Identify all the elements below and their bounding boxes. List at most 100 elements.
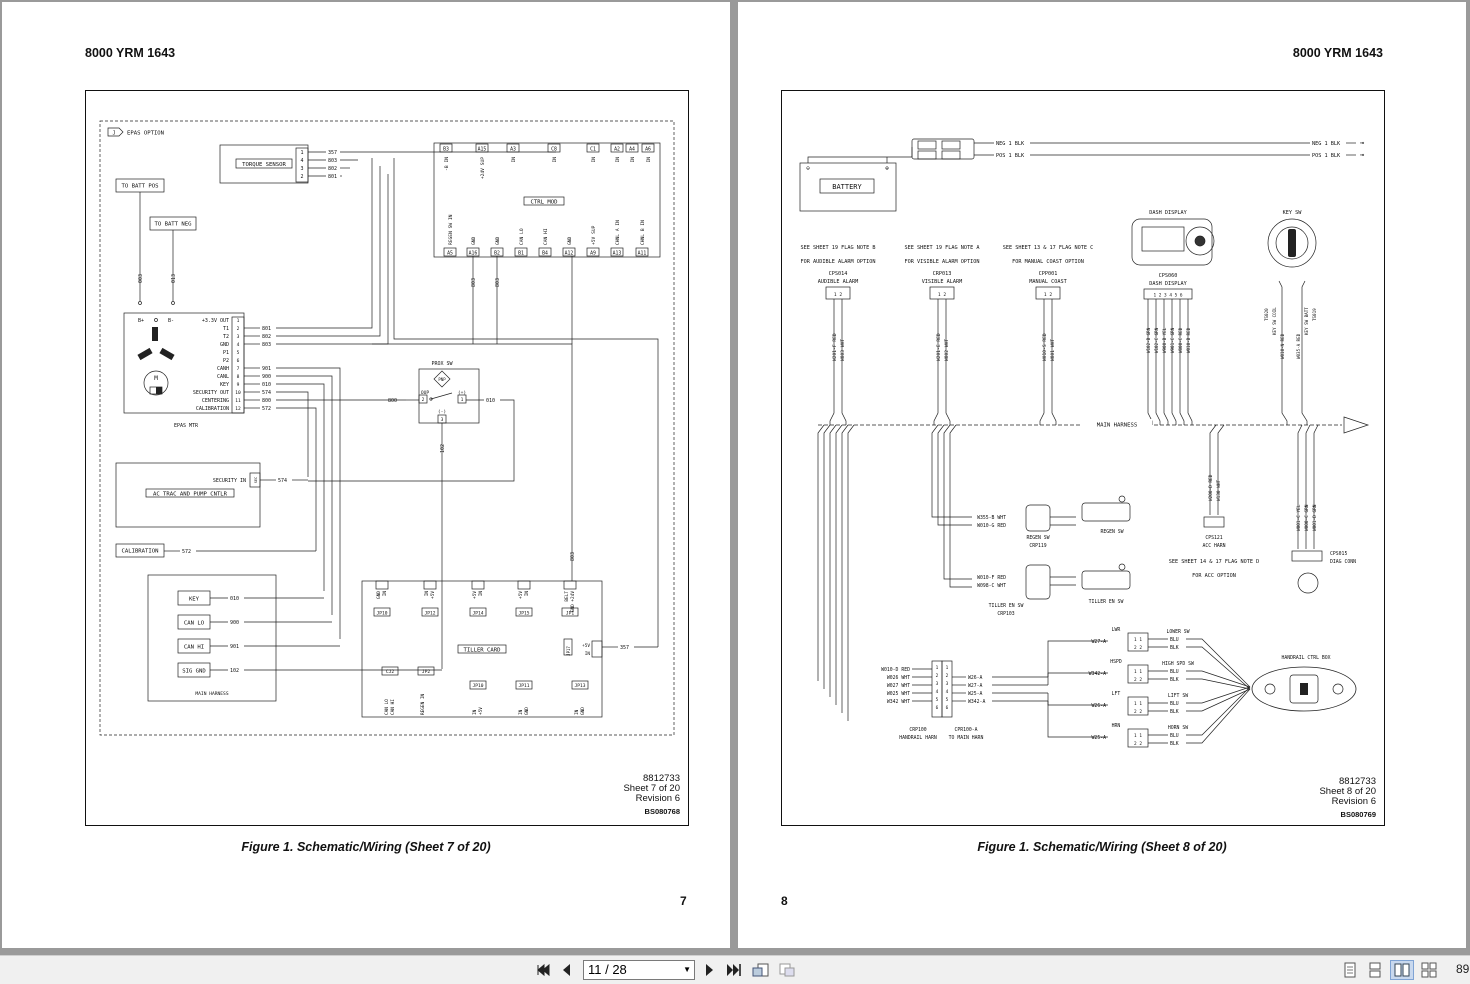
key-switch-inner [1275, 226, 1309, 260]
main-harness-label: MAIN HARNESS [195, 691, 228, 697]
drawing-id: BS080769 [1340, 810, 1376, 819]
dash-display-title: DASH DISPLAY [1149, 210, 1187, 216]
wire [807, 147, 913, 163]
wire [430, 392, 453, 400]
prox-pin-number: 2 [422, 397, 425, 403]
jp17-box [563, 638, 573, 656]
wire [276, 158, 373, 329]
ctrl-top-pin-box [439, 143, 453, 153]
switch-wire: W25-A [1092, 735, 1107, 741]
handrail-right-wire: W26-A [968, 675, 983, 681]
prev-page-icon[interactable] [557, 960, 575, 980]
motor-term: B- [168, 318, 174, 324]
ctrl-bottom-pin-label: CHNL B IN [640, 220, 646, 245]
motor-pin-number: 5 [237, 350, 240, 356]
torque-wire-number: 803 [328, 158, 337, 164]
wire [1301, 280, 1306, 297]
wire [945, 299, 951, 425]
ctrl-bottom-pin-label: CHNL A IN [615, 220, 621, 245]
handrail-pin: 3 [936, 681, 939, 687]
tiller-jp-label: JP12 [424, 611, 435, 617]
prox-wire-number: 102 [440, 444, 446, 453]
wire [1163, 299, 1169, 425]
switch-color: BLK [1170, 677, 1179, 683]
next-page-icon[interactable] [701, 960, 719, 980]
motor-wire-number: 801 [262, 326, 271, 332]
connector-name: MANUAL COAST [1029, 279, 1066, 285]
ctrl-top-pin: A4 [629, 147, 635, 153]
connector-id: CPP001 [1039, 271, 1058, 277]
wire [1187, 299, 1193, 425]
key-sw-label: TS019 [1312, 308, 1317, 321]
connector-pins: 1 2 [938, 292, 947, 298]
switch-pins: 1 1 [1134, 701, 1142, 707]
wire [1186, 688, 1251, 712]
option-flag [107, 127, 124, 137]
harness-item-label: SIG GND [182, 669, 206, 675]
tiller-top-label: GND [376, 591, 382, 599]
motor-pin-number: 7 [237, 366, 240, 372]
wire [276, 391, 309, 477]
dash-display-knob [1194, 235, 1206, 247]
regen-wire: W010-G RED [977, 523, 1006, 529]
single-page-icon[interactable] [1340, 960, 1360, 980]
battery-box [799, 162, 897, 212]
ctrl-top-pin-label: IN [552, 157, 558, 163]
dash-wire-label: W800-C RED [1178, 327, 1183, 353]
key-sw-title: KEY SW [1283, 210, 1303, 216]
two-page-continuous-icon[interactable] [1418, 960, 1440, 980]
motor-wire-number: 010 [262, 382, 271, 388]
ctrl-bottom-pin-label: GND [495, 236, 501, 245]
motor-pin-number: 3 [237, 334, 240, 340]
regen-switch-label: REGEN SW [1100, 529, 1123, 535]
dropdown-arrow-icon[interactable]: ▼ [683, 965, 691, 974]
ctrl-top-pin: A6 [645, 147, 651, 153]
ctrl-bottom-pin: A5 [447, 251, 453, 257]
motor-pin-label: +3.3V OUT [202, 318, 229, 324]
prox-pin-number: 3 [441, 417, 444, 423]
tiller-jp-label: JP10 [472, 683, 483, 689]
tiller-bottom-label: IN [518, 709, 524, 715]
option-label: EPAS OPTION [127, 131, 164, 137]
handrail-wire: W027 WHT [887, 683, 910, 689]
continuous-icon[interactable] [1365, 960, 1385, 980]
tiller-top-label: IN [382, 591, 388, 597]
tiller-switch-label: TILLER EN SW [1089, 599, 1124, 605]
first-page-icon[interactable] [533, 960, 553, 980]
page-number-field[interactable]: 11 / 28 ▼ [583, 960, 695, 980]
last-page-icon[interactable] [723, 960, 745, 980]
security-in-label: SECURITY IN [213, 478, 246, 484]
diag-wire: W001-D GRN [1312, 504, 1318, 531]
cps060-name: DASH DISPLAY [1149, 281, 1187, 287]
pos-terminal-symbol: ⊸ [1360, 151, 1365, 159]
page-number: 7 [680, 894, 687, 908]
ctrl-top-pin-box [625, 143, 639, 153]
connector-name: VISIBLE ALARM [922, 279, 963, 285]
ctrl-bottom-pin: A13 [613, 251, 622, 257]
ctrl-wire-number: 803 [495, 278, 501, 287]
rotate-alt-icon[interactable] [776, 960, 798, 980]
tiller-jp-box [469, 680, 487, 690]
wire [829, 424, 837, 697]
motor-pin-label: CANH [217, 366, 229, 372]
wire [835, 424, 843, 705]
ctrl-wire-number: 803 [471, 278, 477, 287]
main-harness-box [147, 574, 277, 702]
wire [1186, 678, 1251, 690]
zoom-level[interactable]: 89 [1456, 962, 1470, 976]
switch-pins: 2 2 [1134, 645, 1142, 651]
motor-pin-number: 11 [235, 398, 241, 404]
flag-note: FOR AUDIBLE ALARM OPTION [801, 259, 876, 265]
motor-pin-label: CANL [217, 374, 229, 380]
harness-item-label: CAN HI [184, 645, 204, 651]
two-page-icon[interactable] [1390, 960, 1414, 980]
tiller-wire: W010-F RED [977, 575, 1006, 581]
dash-display-body [1131, 218, 1213, 266]
rotate-icon[interactable] [750, 960, 772, 980]
acc-conn-id: CPS121 [1205, 535, 1222, 541]
wire [372, 343, 573, 553]
